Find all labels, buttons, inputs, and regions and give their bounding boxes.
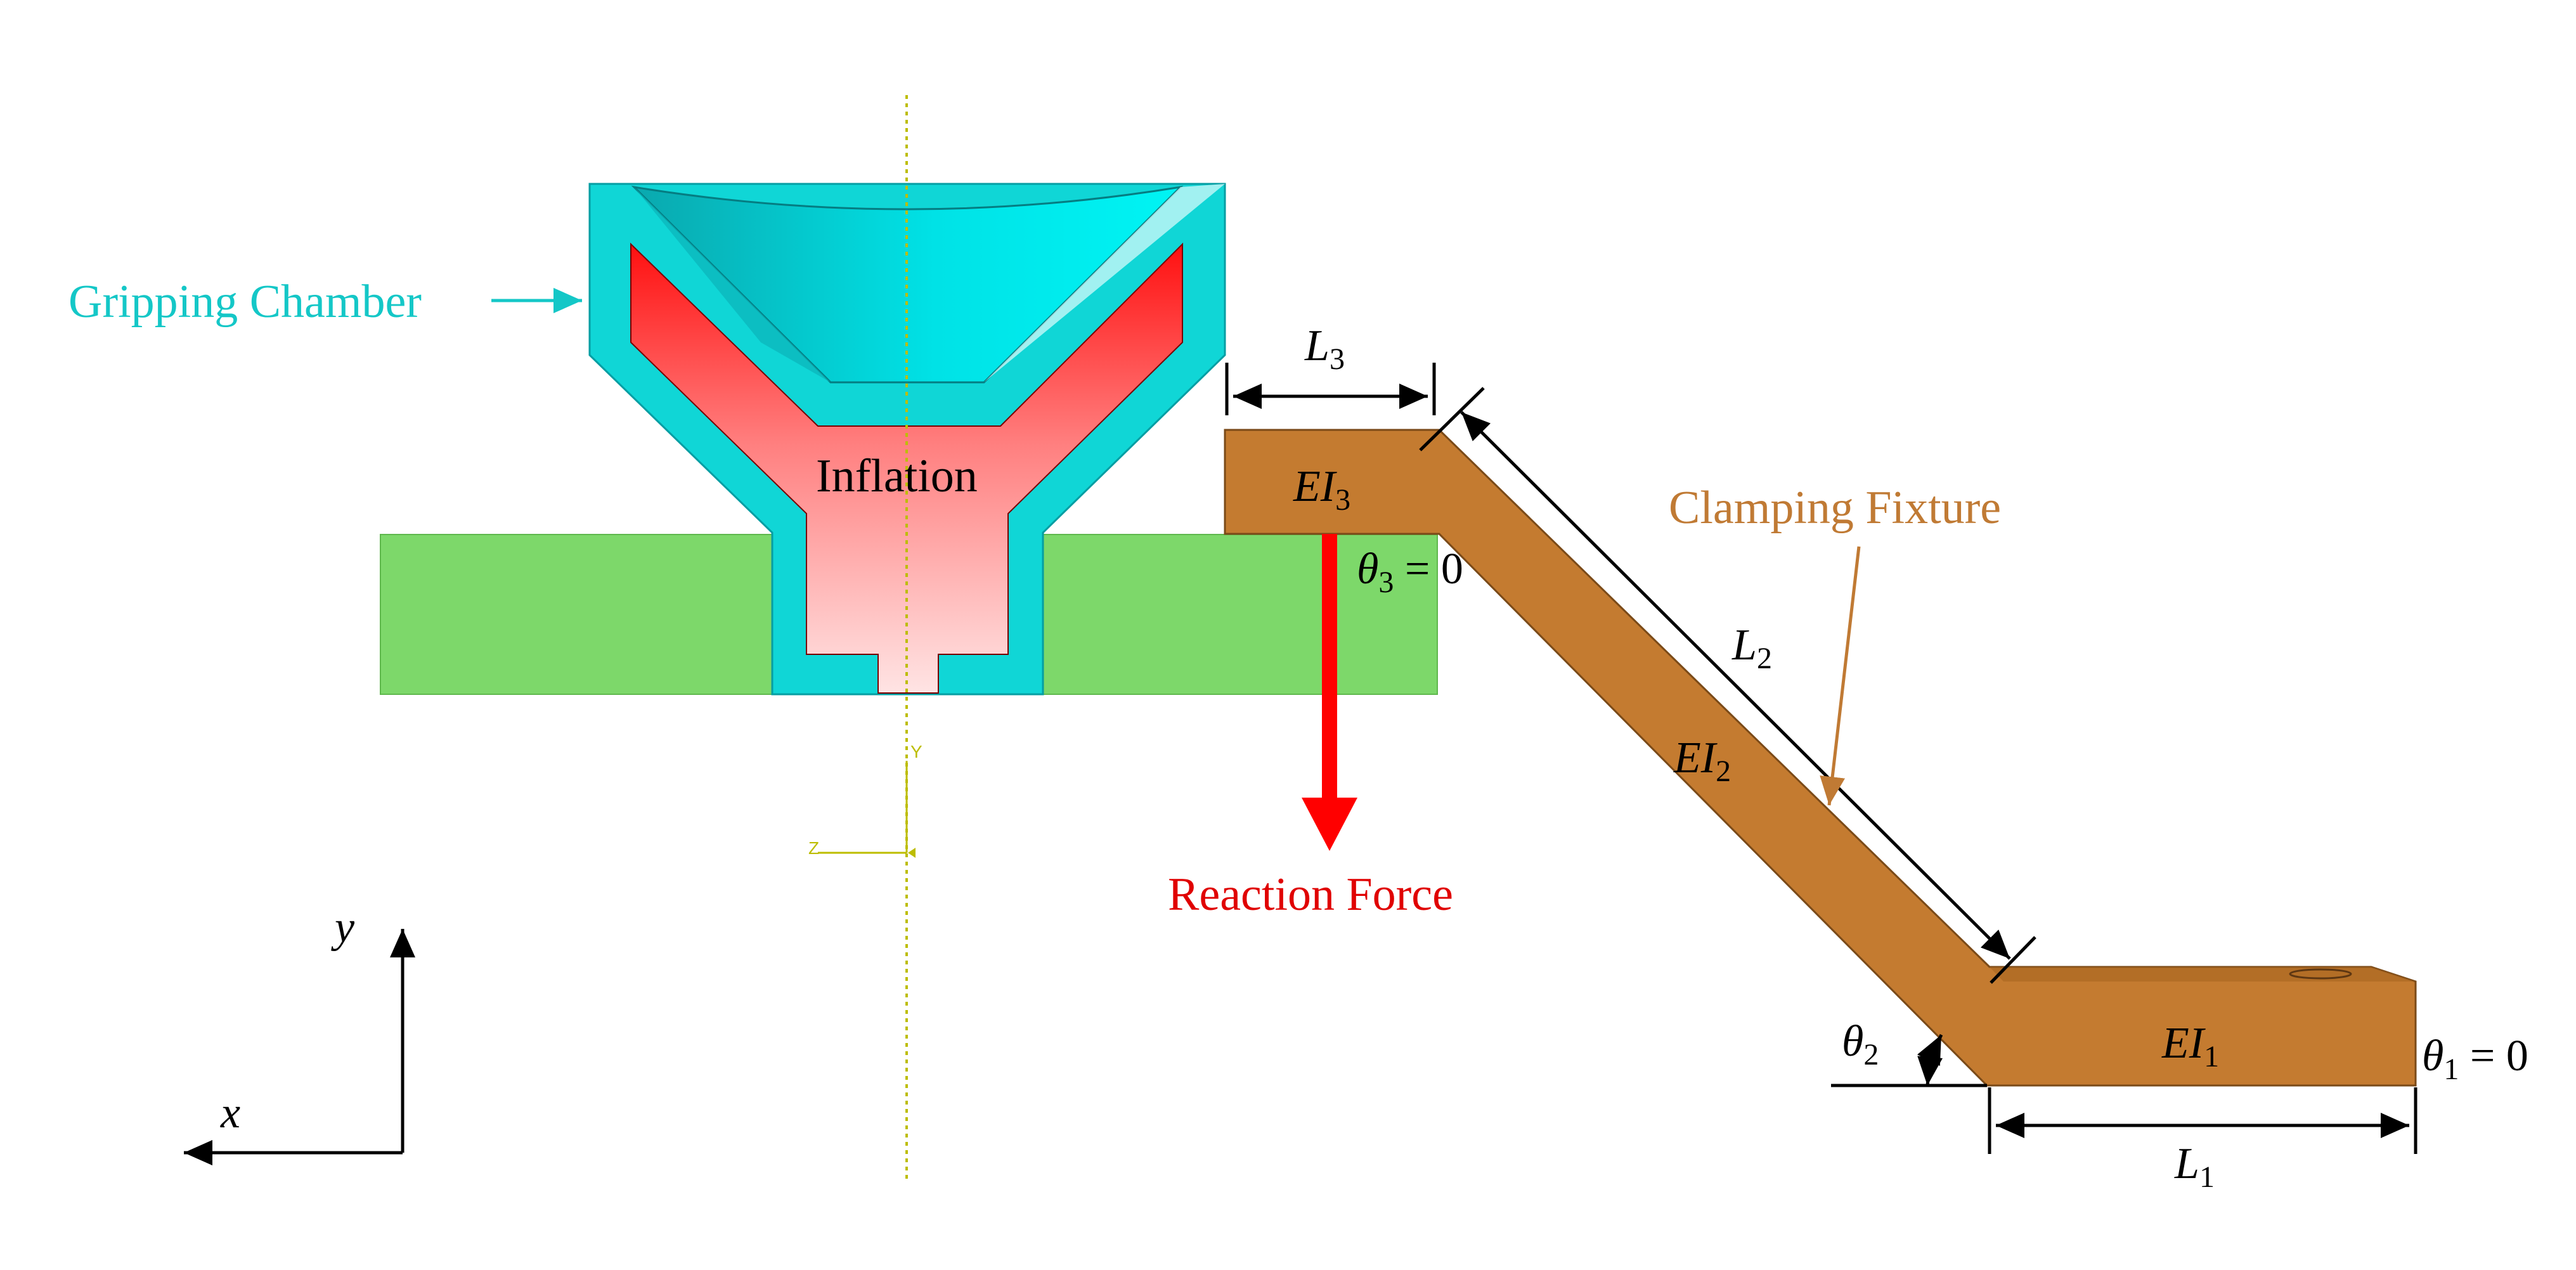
ei3-label: EI3 — [1293, 462, 1350, 517]
clamping-fixture-callout — [1820, 546, 1861, 806]
platform-left — [380, 534, 773, 695]
l2-tick-bottom — [1990, 936, 2036, 984]
l3-label: L3 — [1304, 321, 1345, 376]
reaction-force-arrow — [1302, 534, 1357, 851]
triad-arrow — [908, 848, 916, 858]
l2-tick-top — [1419, 387, 1485, 451]
theta2-label: θ2 — [1842, 1017, 1879, 1072]
global-axes — [184, 929, 415, 1165]
force-head — [1302, 798, 1357, 851]
clamping-fixture-label: Clamping Fixture — [1669, 482, 2001, 534]
coordinate-triad: Y Z — [808, 742, 922, 858]
l1-label: L1 — [2174, 1139, 2215, 1194]
ei2-label: EI2 — [1673, 734, 1731, 788]
reaction-force-label: Reaction Force — [1168, 869, 1453, 921]
theta2-arc — [1917, 1033, 1943, 1086]
triad-y-label: Y — [910, 742, 922, 761]
l2-label: L2 — [1731, 621, 1772, 675]
gripping-chamber-label: Gripping Chamber — [68, 276, 422, 328]
y-axis-label: y — [331, 903, 355, 952]
platform-right — [1042, 534, 1438, 695]
fixture-hole — [2289, 968, 2352, 980]
ei1-label: EI1 — [2161, 1019, 2219, 1073]
theta3-label: θ3 = 0 — [1357, 545, 1463, 599]
platform — [380, 534, 1438, 695]
theta1-label: θ1 = 0 — [2422, 1032, 2528, 1086]
l2-dimension — [1460, 411, 2011, 960]
bowl-rim-right — [984, 184, 1225, 382]
force-shaft — [1322, 534, 1337, 800]
x-axis-label: x — [220, 1089, 240, 1137]
bowl-shadow-wedge — [634, 187, 831, 382]
dimension-lines — [1225, 363, 2417, 1154]
triad-z-label: Z — [808, 838, 819, 858]
inflation-label: Inflation — [816, 450, 978, 502]
